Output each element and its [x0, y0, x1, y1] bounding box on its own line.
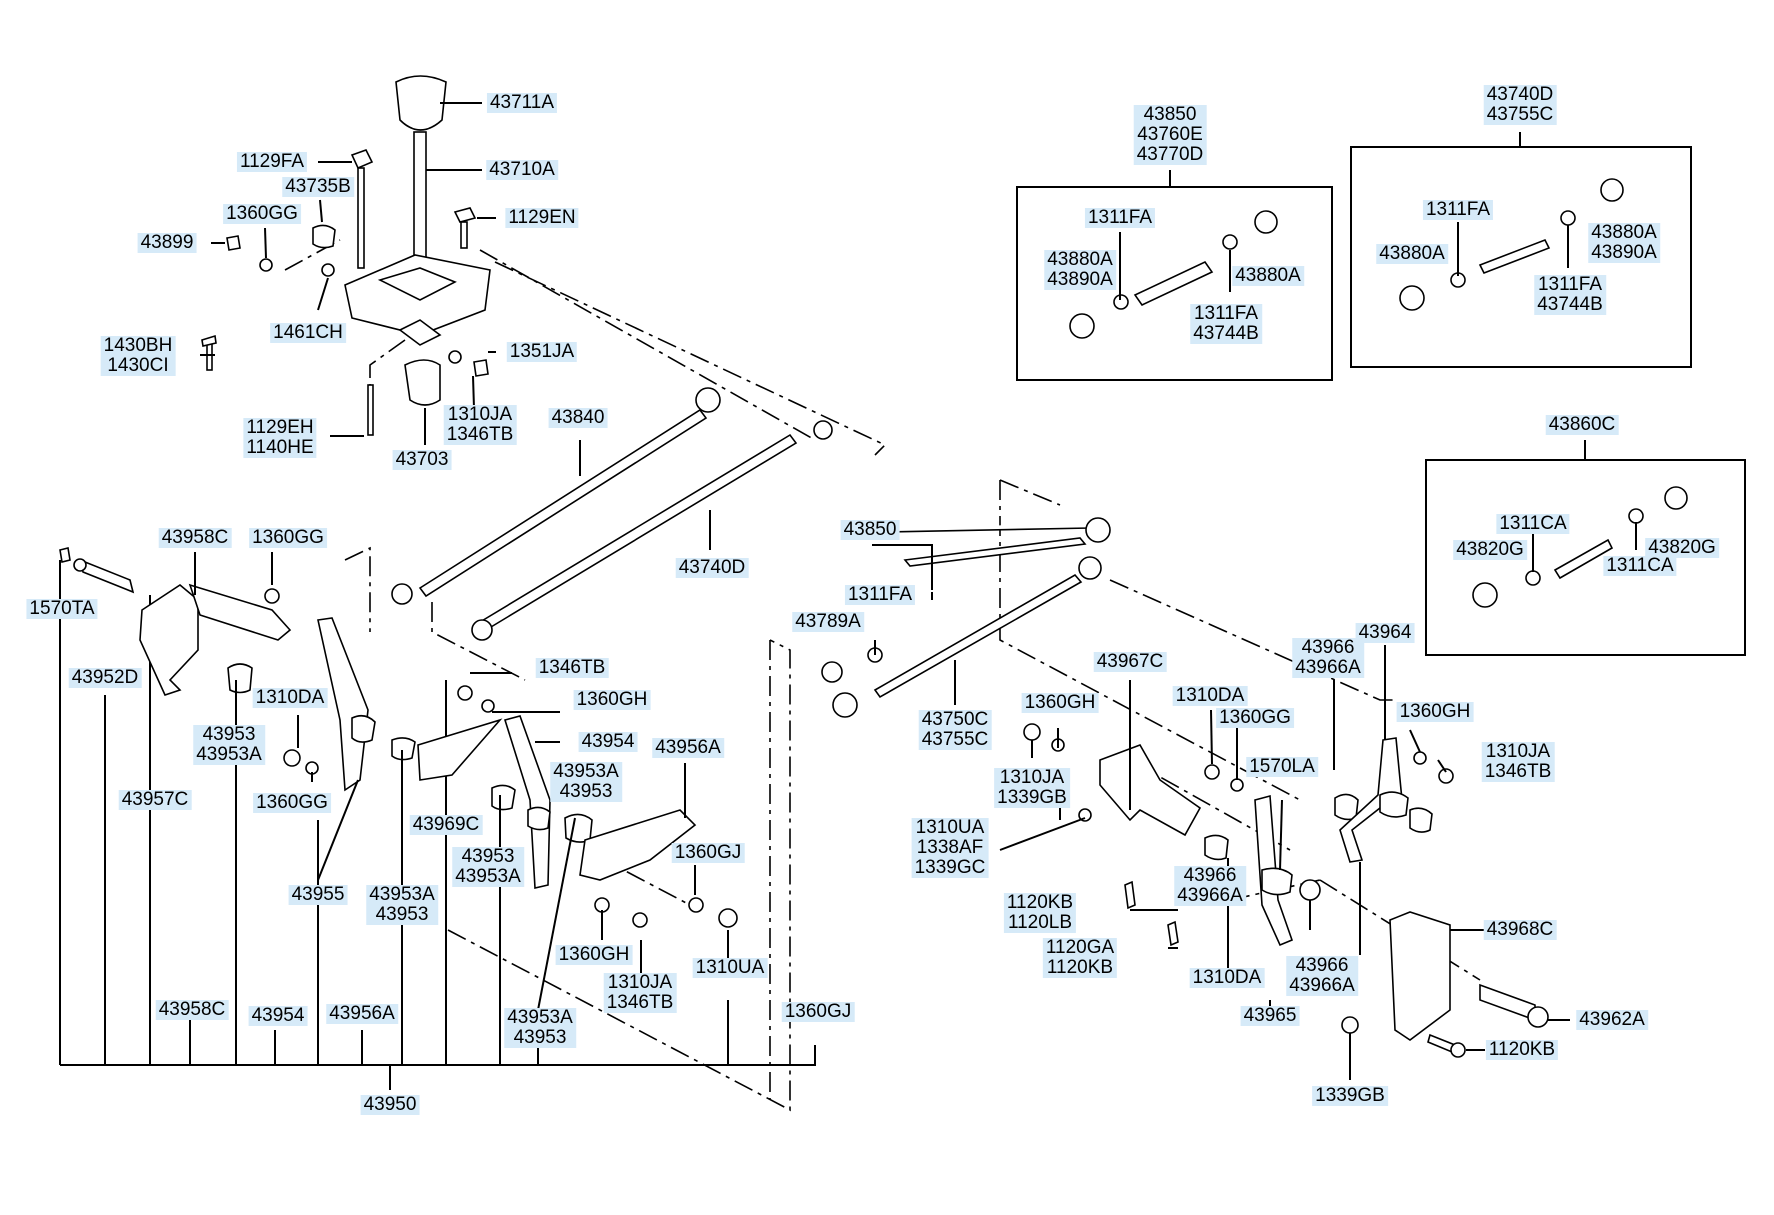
part-label-1310DA: 1310DA: [1172, 686, 1248, 706]
part-label-43740D: 43740D: [675, 558, 749, 578]
part-label-43969C: 43969C: [409, 815, 483, 835]
part-label-1360GG: 1360GG: [249, 528, 327, 548]
part-label-1360GH: 1360GH: [1021, 693, 1099, 713]
part-label-1129FA: 1129FA: [236, 152, 308, 172]
part-label-43950: 43950: [360, 1095, 420, 1115]
part-label-43954: 43954: [578, 732, 638, 752]
part-label-1129EN: 1129EN: [505, 208, 579, 228]
part-label-43840: 43840: [548, 408, 608, 428]
part-label-1360GG: 1360GG: [1216, 708, 1294, 728]
part-label-43860C: 43860C: [1545, 415, 1619, 435]
part-label-43820G: 43820G: [1645, 538, 1719, 558]
part-label-43710A: 43710A: [486, 160, 558, 180]
part-label-43964: 43964: [1355, 623, 1415, 643]
part-label-43968C: 43968C: [1483, 920, 1557, 940]
part-label-43880A: 43880A: [1232, 266, 1304, 286]
part-label-43703: 43703: [392, 450, 452, 470]
part-label-1360GH: 1360GH: [555, 945, 633, 965]
part-label-43954: 43954: [248, 1006, 308, 1026]
part-label-1311CA: 1311CA: [1603, 556, 1677, 576]
kit-contents: [1069, 178, 1688, 608]
part-label-1570LA: 1570LA: [1246, 757, 1318, 777]
part-label-1311CA: 1311CA: [1496, 514, 1570, 534]
part-label-1311FA: 1311FA: [1084, 208, 1156, 228]
part-label-43789A: 43789A: [792, 612, 864, 632]
part-label-1310DA: 1310DA: [1189, 968, 1265, 988]
part-label-43967C: 43967C: [1093, 652, 1167, 672]
shift-rods: [391, 387, 1111, 718]
part-label-43956A: 43956A: [652, 738, 724, 758]
part-label-1346TB: 1346TB: [535, 658, 609, 678]
part-label-43965: 43965: [1240, 1006, 1300, 1026]
part-label-1360GH: 1360GH: [573, 690, 651, 710]
part-label-1120KB: 1120KB: [1485, 1040, 1559, 1060]
part-label-43880A: 43880A: [1376, 244, 1448, 264]
part-label-1311FA: 1311FA: [844, 585, 916, 605]
part-label-43962A: 43962A: [1576, 1010, 1648, 1030]
part-label-43952D: 43952D: [68, 668, 142, 688]
part-label-43711A: 43711A: [486, 93, 558, 113]
part-label-43850: 43850: [840, 520, 900, 540]
part-label-43820G: 43820G: [1453, 540, 1527, 560]
right-linkage: [1023, 723, 1549, 1058]
part-label-1360GH: 1360GH: [1396, 702, 1474, 722]
part-label-43955: 43955: [288, 885, 348, 905]
part-label-1570TA: 1570TA: [26, 599, 98, 619]
part-label-43958C: 43958C: [158, 528, 232, 548]
part-label-1311FA: 1311FA: [1422, 200, 1494, 220]
part-label-43958C: 43958C: [155, 1000, 229, 1020]
part-label-43899: 43899: [137, 233, 197, 253]
shift-lever: [344, 75, 491, 406]
part-label-1310DA: 1310DA: [252, 688, 328, 708]
part-label-43956A: 43956A: [326, 1004, 398, 1024]
part-label-1339GB: 1339GB: [1312, 1086, 1388, 1106]
part-label-1360GJ: 1360GJ: [671, 843, 745, 863]
part-label-1351JA: 1351JA: [506, 342, 578, 362]
part-label-43735B: 43735B: [282, 177, 354, 197]
lever-hardware: [201, 149, 489, 436]
part-label-1360GG: 1360GG: [253, 793, 331, 813]
part-label-1310UA: 1310UA: [692, 958, 768, 978]
part-label-1461CH: 1461CH: [270, 323, 346, 343]
part-label-43957C: 43957C: [118, 790, 192, 810]
part-label-1360GG: 1360GG: [223, 204, 301, 224]
part-label-1360GJ: 1360GJ: [781, 1002, 855, 1022]
left-linkage: [59, 547, 738, 928]
